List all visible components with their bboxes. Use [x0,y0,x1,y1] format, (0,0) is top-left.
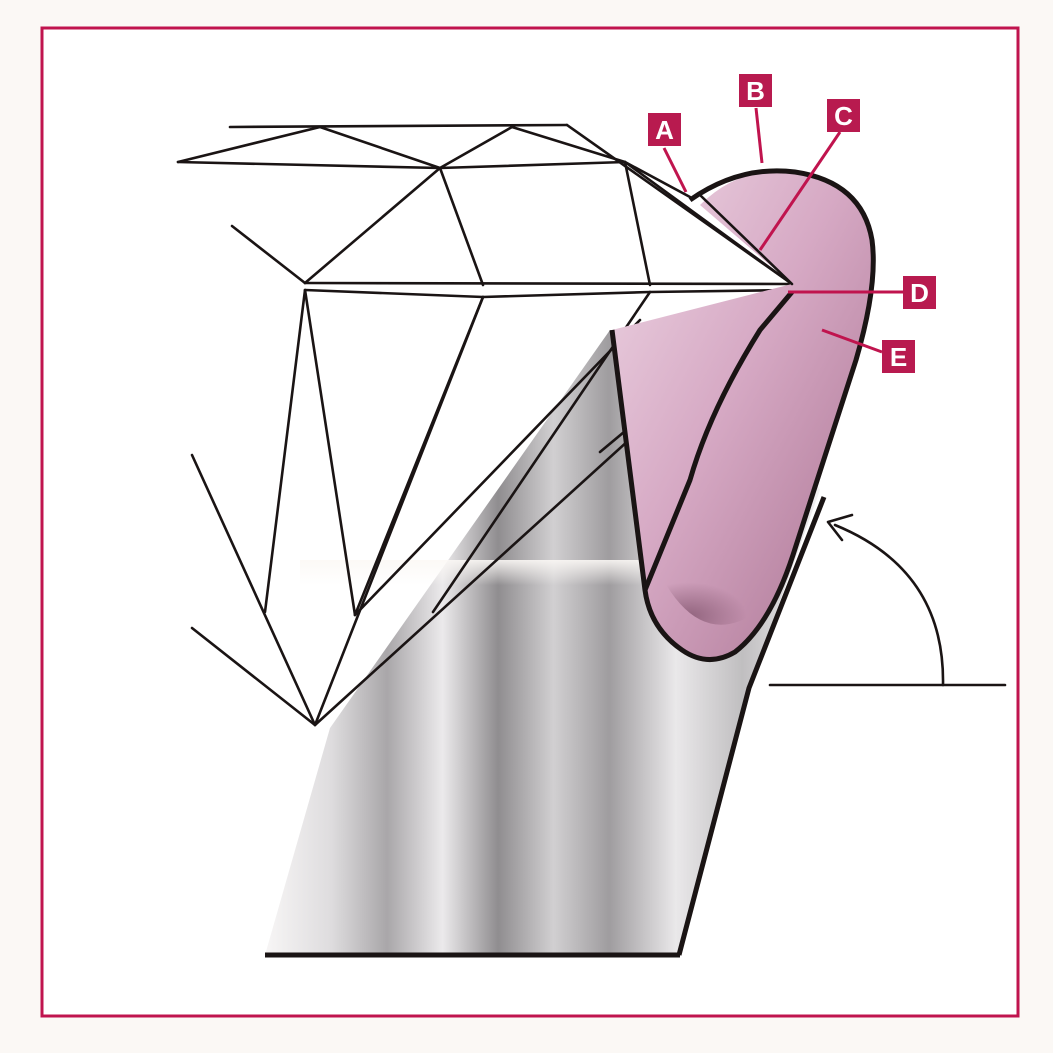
prong-seat-line [698,193,794,286]
callouts: A B C D E [648,74,936,373]
pavilion-facet-4 [313,295,485,727]
prong-outline [609,168,876,662]
leader-b [754,107,764,164]
crown-facet-3 [438,160,627,170]
leader-a [662,147,688,193]
crown-facet-6 [438,166,485,287]
pavilion-lower-left [190,626,317,727]
callout-a: A [648,113,681,146]
crown-left-edge [176,125,322,164]
curved-arrow-icon [833,523,945,687]
callout-c: C [827,99,860,132]
pavilion-facet-7 [353,318,642,617]
table-line [228,123,569,129]
crown-facet-8 [623,160,794,286]
callout-c-label: C [834,101,853,131]
prong-inner-edge [642,290,794,591]
callout-b-label: B [746,76,765,106]
callout-e: E [882,340,915,373]
pavilion-facet-1 [263,288,307,614]
callout-d: D [903,276,936,309]
callout-e-label: E [890,342,907,372]
angle-marker [768,513,1007,687]
crown-facet-2 [176,160,442,170]
callout-b: B [739,74,772,107]
pavilion-left-edge [190,453,317,727]
crown-facet-7 [623,160,652,287]
callout-a-label: A [655,115,674,145]
arrowhead [826,513,854,542]
leader-c [758,131,842,251]
girdle-bottom [303,288,794,299]
leader-e [821,328,883,354]
shank-right-edge [676,496,827,956]
girdle-top [303,281,794,286]
callout-d-label: D [910,278,929,308]
pavilion-facet-2 [303,288,357,617]
crown-facet-9 [230,224,307,285]
crown-facet-5 [303,166,442,285]
